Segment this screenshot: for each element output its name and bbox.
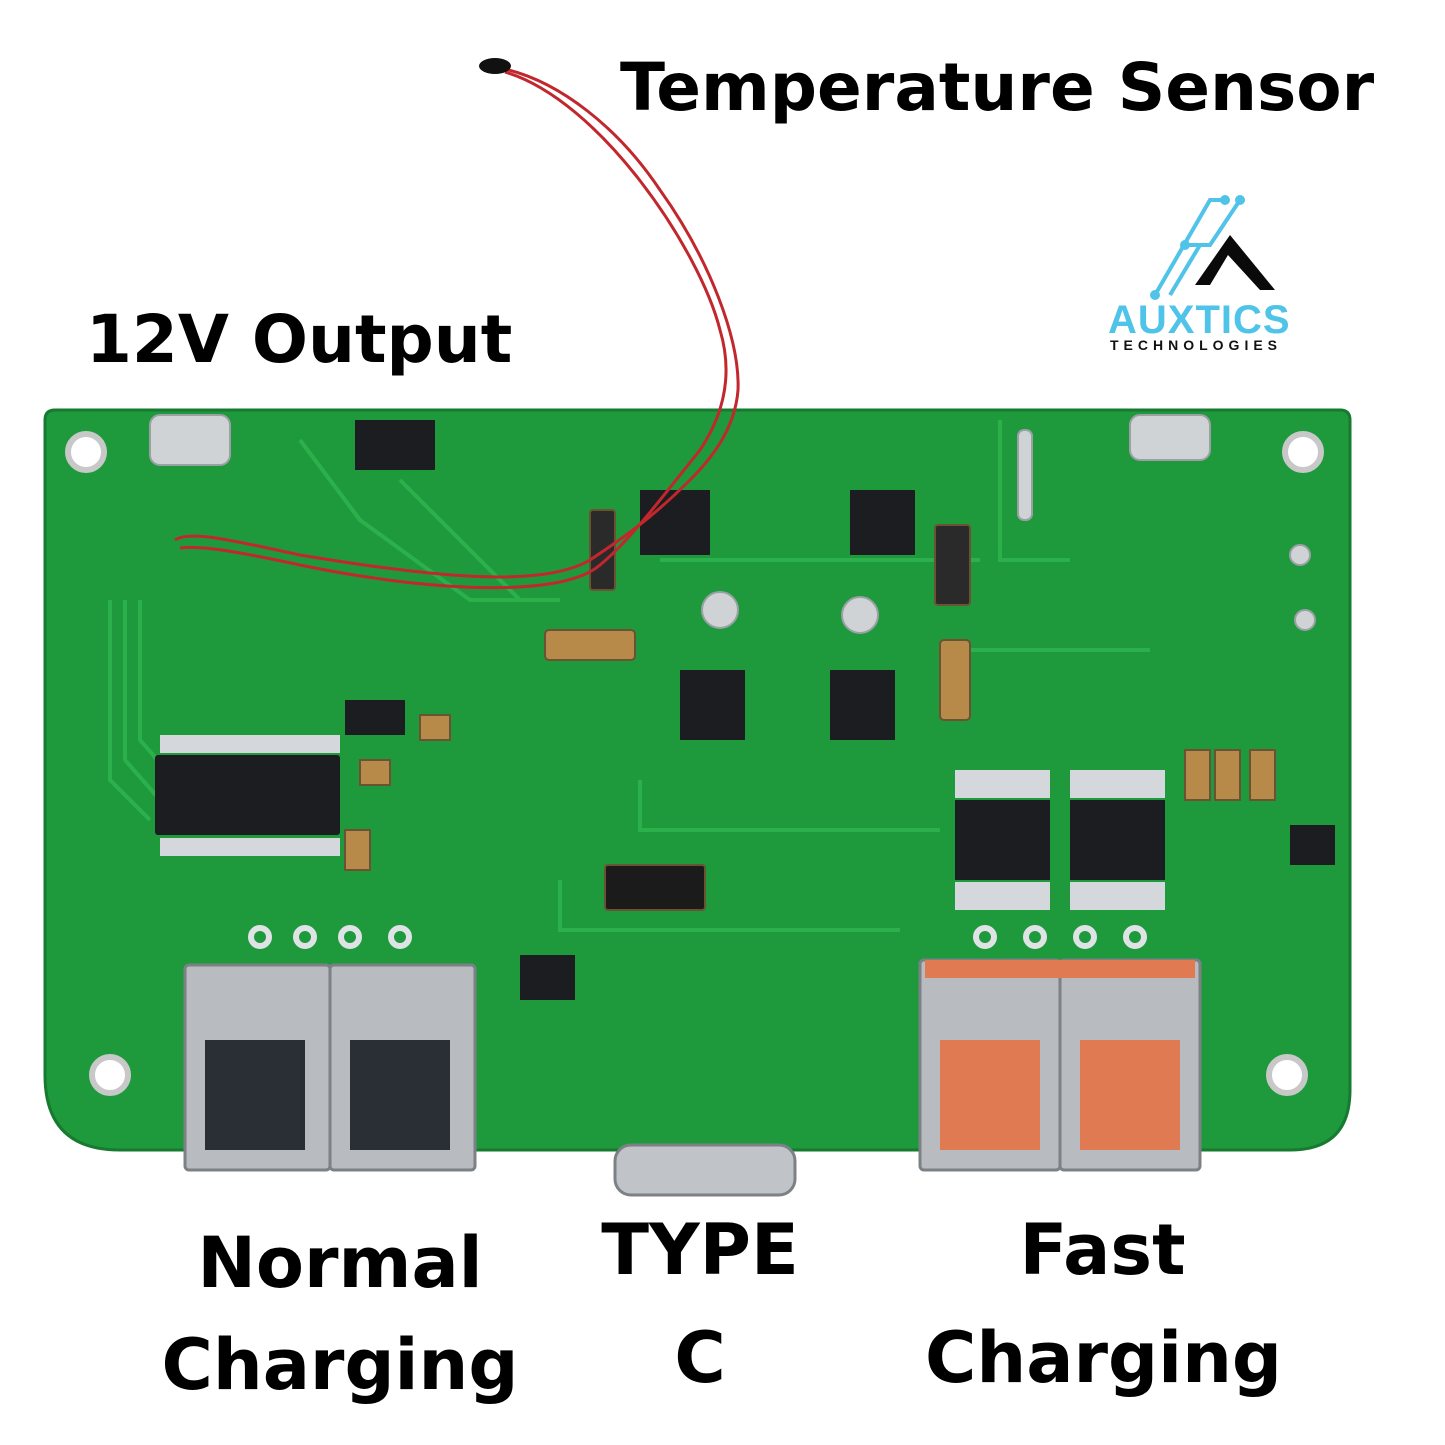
ic-pins [160, 735, 1165, 910]
temperature-sensor-wire [174, 66, 740, 590]
mounting-holes [65, 431, 1324, 1096]
temperature-sensor-label: Temperature Sensor [620, 49, 1375, 126]
fast-charging-line1: Fast [1019, 1209, 1186, 1291]
type-c-label: TYPE C [595, 1196, 805, 1412]
through-holes [248, 925, 1147, 949]
usb-type-c-port [613, 1143, 797, 1197]
output-12v-label: 12V Output [86, 301, 513, 378]
logo-triangle-icon [1195, 235, 1275, 290]
fast-charging-line2: Charging [925, 1317, 1283, 1399]
type-c-line1: TYPE [601, 1209, 799, 1291]
normal-charging-line2: Charging [161, 1324, 519, 1406]
temperature-sensor-bead [479, 58, 511, 74]
type-c-line2: C [674, 1317, 726, 1399]
solder-pads [149, 414, 1316, 634]
passive-components [344, 509, 1276, 911]
ic-chips [155, 420, 1335, 1000]
fast-charging-label: Fast Charging [925, 1196, 1283, 1412]
logo-wordmark: AUXTICS [1108, 298, 1291, 342]
normal-charging-line1: Normal [197, 1222, 483, 1304]
normal-charging-label: Normal Charging [160, 1212, 520, 1416]
auxtics-logo [1150, 195, 1275, 300]
logo-subtitle: TECHNOLOGIES [1110, 337, 1283, 353]
